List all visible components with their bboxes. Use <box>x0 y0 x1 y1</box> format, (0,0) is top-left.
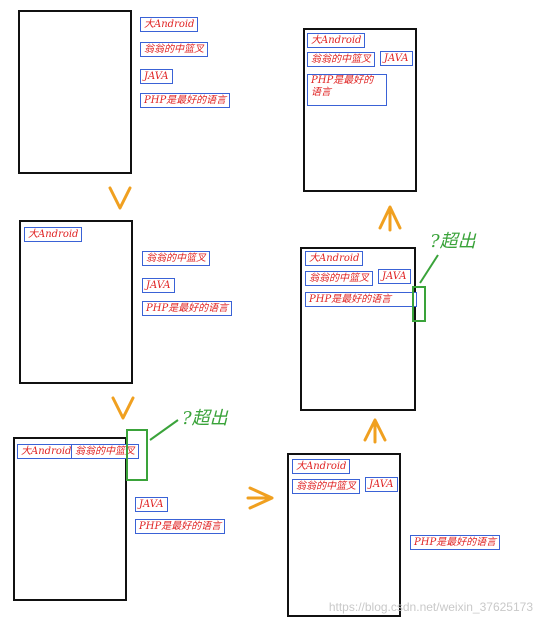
tag-wings-step-3: 翁翁的中篮叉 <box>71 444 139 459</box>
tag-php-step-6: PHP是最好的 语言 <box>307 74 387 106</box>
tag-android-step-2: 大Android <box>24 227 83 242</box>
tag-android-step-4: 大Android <box>292 459 351 474</box>
tag-wings-step-6: 翁翁的中篮叉 <box>307 52 375 67</box>
tag-java-step-2: JAVA <box>142 278 175 293</box>
tag-wings-step-4: 翁翁的中篮叉 <box>292 479 360 494</box>
up-arrow-2 <box>378 205 402 232</box>
overflow-annotation-step-5: ?超出 <box>430 231 476 252</box>
overflow-bracket-step-3 <box>126 429 148 481</box>
overflow-bracket-step-5 <box>412 286 426 322</box>
layout-container-step-3 <box>13 437 127 601</box>
layout-container-step-1 <box>18 10 132 174</box>
tag-android-step-5: 大Android <box>305 251 364 266</box>
tag-wings-step-2: 翁翁的中篮叉 <box>142 251 210 266</box>
down-arrow-2 <box>111 396 135 420</box>
tag-php-step-1: PHP是最好的语言 <box>140 93 231 108</box>
tag-wings-step-5: 翁翁的中篮叉 <box>305 271 373 286</box>
tag-java-step-6: JAVA <box>380 51 413 66</box>
tag-java-step-1: JAVA <box>140 69 173 84</box>
tag-android-step-6: 大Android <box>307 33 366 48</box>
overflow-pointer-step-5 <box>419 254 439 284</box>
tag-php-step-4: PHP是最好的语言 <box>410 535 501 550</box>
tag-php-step-5: PHP是最好的语言 <box>305 292 417 307</box>
tag-java-step-3: JAVA <box>135 497 168 512</box>
tag-java-step-5: JAVA <box>378 269 411 284</box>
up-arrow-1 <box>363 418 387 444</box>
tag-php-step-3: PHP是最好的语言 <box>135 519 226 534</box>
tag-php-step-2: PHP是最好的语言 <box>142 301 233 316</box>
watermark: https://blog.csdn.net/weixin_37625173 <box>328 600 533 614</box>
overflow-annotation-step-3: ?超出 <box>182 408 228 429</box>
tag-android-step-1: 大Android <box>140 17 199 32</box>
layout-container-step-2 <box>19 220 133 384</box>
right-arrow <box>246 486 274 510</box>
tag-java-step-4: JAVA <box>365 477 398 492</box>
down-arrow-1 <box>108 186 132 210</box>
overflow-pointer-step-3 <box>149 419 179 441</box>
tag-wings-step-1: 翁翁的中篮叉 <box>140 42 208 57</box>
